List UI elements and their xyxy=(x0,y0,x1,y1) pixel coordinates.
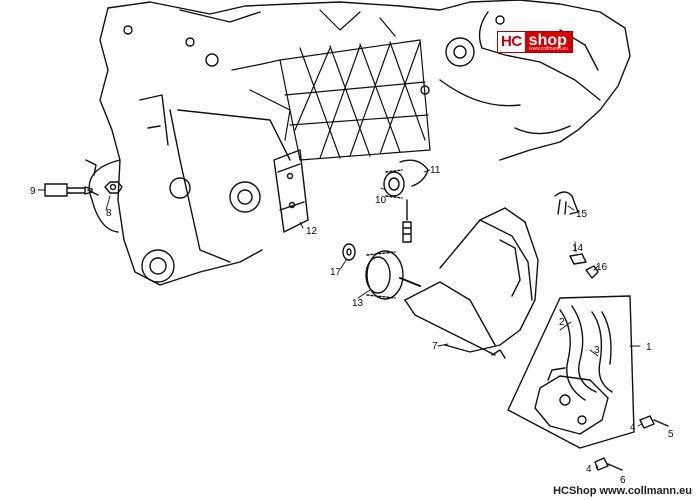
part-12-bracket-plate xyxy=(273,149,309,233)
logo-hc-text: HC xyxy=(498,32,525,52)
part-11-circlip xyxy=(399,159,429,187)
callout-3: 3 xyxy=(594,345,600,356)
callout-12: 12 xyxy=(306,226,318,237)
part-6-screw xyxy=(594,457,623,471)
callout-labels: 1 2 3 4 4 5 6 7 8 9 10 11 12 13 14 15 16… xyxy=(30,165,674,486)
part-15-hose-clip xyxy=(554,191,579,215)
callout-15: 15 xyxy=(576,209,588,220)
callout-17: 17 xyxy=(330,267,342,278)
callout-5: 5 xyxy=(668,429,674,440)
crankcase-housing xyxy=(85,0,631,286)
callout-4-upper: 4 xyxy=(630,422,636,433)
part-14-fitting xyxy=(569,253,587,265)
callout-16: 16 xyxy=(596,262,608,273)
logo-small-url: www.collmann.eu xyxy=(528,46,568,52)
part-16-fitting xyxy=(585,265,599,279)
callout-4-lower: 4 xyxy=(586,464,592,475)
callout-6: 6 xyxy=(620,475,626,486)
crankcase-rib-lattice xyxy=(231,9,431,161)
leader-lines xyxy=(37,169,643,469)
part-9-stud-bolt xyxy=(44,183,93,197)
part-5-screw xyxy=(639,415,669,429)
callout-13: 13 xyxy=(352,298,364,309)
callout-11: 11 xyxy=(430,165,441,176)
callout-2: 2 xyxy=(559,317,565,328)
part-7-pump-cover xyxy=(404,207,539,359)
spring-part xyxy=(402,199,412,243)
part-17-washer xyxy=(342,243,356,261)
callout-7: 7 xyxy=(432,341,438,352)
part-8-nut xyxy=(104,181,123,194)
part-1-oil-pump-assembly xyxy=(507,295,635,449)
callout-10: 10 xyxy=(375,195,387,206)
part-10-drive-gear xyxy=(383,169,405,199)
callout-14: 14 xyxy=(572,243,584,254)
callout-9: 9 xyxy=(30,186,36,197)
callout-1: 1 xyxy=(646,342,652,353)
part-13-pump-gear xyxy=(365,250,421,300)
footer-credit: HCShop www.collmann.eu xyxy=(553,485,692,497)
logo-shop-word: shop xyxy=(528,32,567,49)
callout-8: 8 xyxy=(106,208,112,219)
